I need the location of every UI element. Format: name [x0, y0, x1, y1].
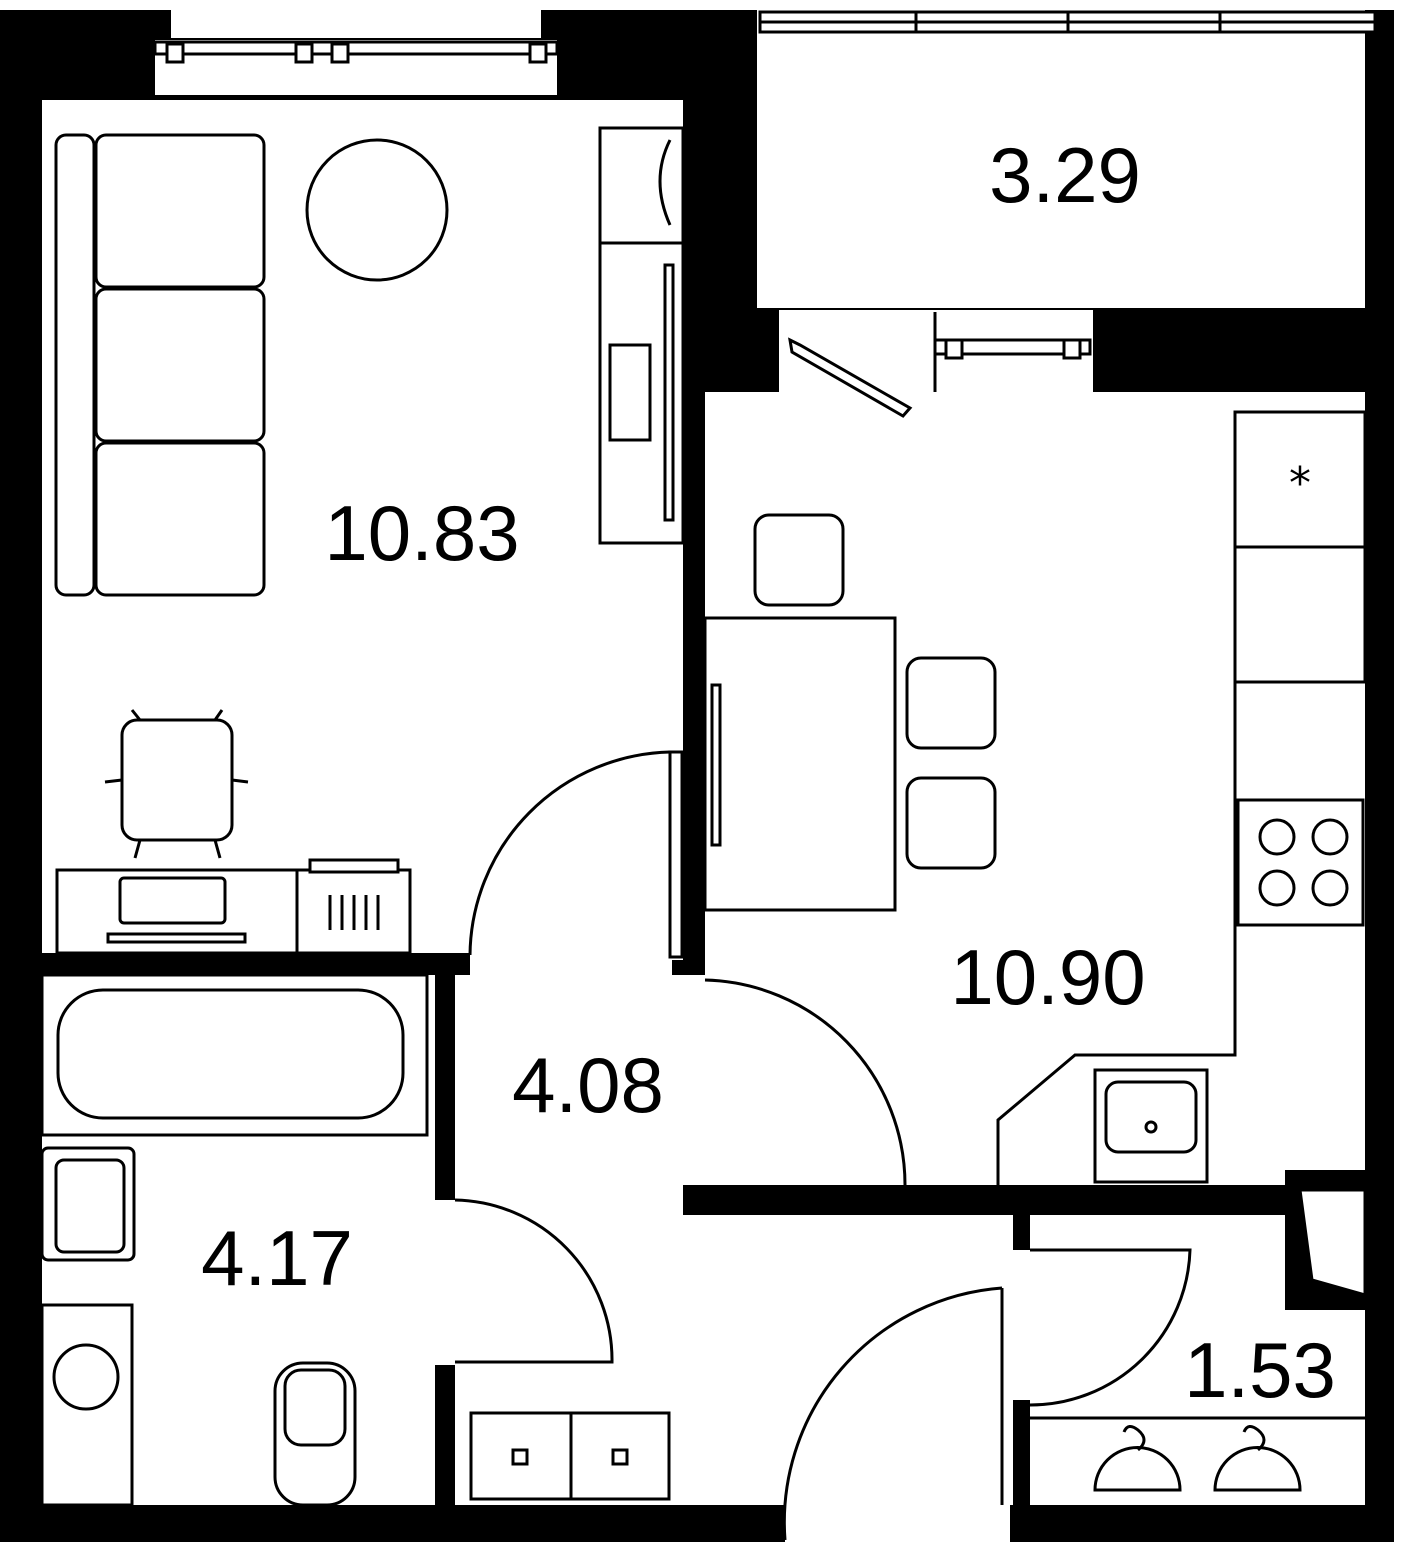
- window-living: [153, 40, 559, 64]
- office-chair: [104, 709, 249, 859]
- sofa: [54, 133, 266, 597]
- area-wardrobe: 1.53: [1184, 1326, 1336, 1414]
- clothes-rail: [1030, 1416, 1365, 1492]
- svg-text:*: *: [1289, 458, 1311, 509]
- bathtub: [56, 988, 405, 1120]
- kitchen-cabinets: *: [996, 410, 1367, 1193]
- balcony-door: [788, 312, 1092, 418]
- chairs: [710, 513, 997, 870]
- area-kitchen: 10.90: [950, 933, 1145, 1021]
- area-living-room: 10.83: [324, 489, 519, 577]
- area-hallway: 4.08: [512, 1041, 664, 1129]
- dining-table: [703, 616, 897, 912]
- doors: [454, 750, 1192, 1541]
- hallway-cabinet: [469, 1411, 671, 1501]
- tv-stand: [598, 126, 685, 545]
- wardrobe-closet: [1298, 1188, 1367, 1297]
- area-bathroom: 4.17: [201, 1214, 353, 1302]
- desk: [55, 858, 412, 955]
- area-balcony: 3.29: [989, 131, 1141, 219]
- round-table: [305, 138, 449, 282]
- balcony-railing: [758, 10, 1377, 34]
